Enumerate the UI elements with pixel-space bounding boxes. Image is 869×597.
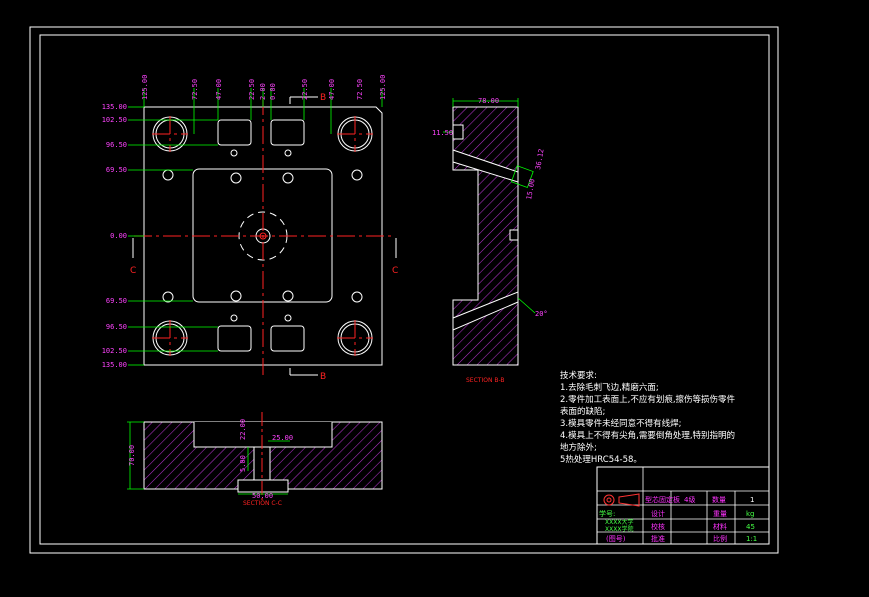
left-dim: 69.50 xyxy=(106,166,127,174)
section-mark-c-left: C xyxy=(130,266,136,276)
left-dim: 69.50 xyxy=(106,297,127,305)
tb-material-value: 45 xyxy=(746,523,755,531)
bb-width-dim: 78.00 xyxy=(478,97,499,105)
section-mark-b-top: B xyxy=(320,93,326,103)
tb-student-line: 学号: xyxy=(599,509,615,518)
slot-top-right xyxy=(270,119,305,146)
top-dim: 22.50 xyxy=(248,79,256,100)
bb-left-dim: 11.50 xyxy=(432,129,453,137)
section-mark-labels: B B C C xyxy=(130,93,398,382)
slot-top-left xyxy=(217,119,252,146)
top-dim: 72.50 xyxy=(356,79,364,100)
slot-bottom-left xyxy=(217,325,252,352)
inner-frame xyxy=(39,34,770,545)
bb-runner-bottom xyxy=(452,291,519,331)
notes-line: 4.模具上不得有尖角,需要倒角处理,特别指明的 xyxy=(560,430,735,441)
tb-weight-label: 重量 xyxy=(713,510,727,518)
tb-part-name: 型芯固定板 xyxy=(645,495,680,504)
top-dim: 2.00 xyxy=(259,83,267,100)
notes-line: 5热处理HRC54-58。 xyxy=(560,454,642,465)
slot-bottom-right xyxy=(270,325,305,352)
top-dim: 125.00 xyxy=(141,75,149,100)
left-dim: 96.50 xyxy=(106,323,127,331)
cc-dim: 22.00 xyxy=(239,419,247,440)
bb-side-dim: 15.00 xyxy=(525,178,537,200)
left-dim: 102.50 xyxy=(102,347,127,355)
top-dim: 0.00 xyxy=(269,83,277,100)
left-dim: 135.00 xyxy=(102,103,127,111)
tb-scale-value: 1:1 xyxy=(746,535,757,543)
section-cc-view: 70.00 22.00 25.00 5.00 50.00 SECTION C-C xyxy=(127,412,383,507)
tb-org-line-2: XXXX学院 xyxy=(605,525,633,533)
tb-approve-label: 批准 xyxy=(651,534,665,543)
cc-dim: 25.00 xyxy=(272,434,293,442)
cc-caption: SECTION C-C xyxy=(243,500,282,507)
notes-line: 地方除外; xyxy=(560,442,597,453)
bb-caption: SECTION B-B xyxy=(466,377,505,384)
technical-notes: 技术要求: 1.去除毛刺飞边,精磨六面; 2.零件加工表面上,不应有划痕,擦伤等… xyxy=(560,370,736,465)
cc-dim: 50.00 xyxy=(252,492,273,500)
cc-pocket xyxy=(193,422,333,448)
bb-notch-mid xyxy=(509,229,519,241)
plate-outline xyxy=(143,106,383,366)
top-dim: 47.00 xyxy=(215,79,223,100)
left-dim: 0.00 xyxy=(110,232,127,240)
title-block: 型芯固定板 4级 数量 1 学号: XXXX大学 XXXX学院 (图号) 设计 … xyxy=(596,466,770,545)
bb-notch-top xyxy=(452,124,464,140)
top-dim: 47.00 xyxy=(328,79,336,100)
section-mark-b-bottom: B xyxy=(320,372,326,382)
left-dim: 96.50 xyxy=(106,141,127,149)
tb-qty-label: 数量 xyxy=(712,495,726,504)
ordinate-dim-lines xyxy=(128,88,383,366)
tb-scale-label: 比例 xyxy=(713,534,727,543)
tb-org-line-1: XXXX大学 xyxy=(605,518,633,526)
cc-dim: 5.00 xyxy=(239,455,247,472)
tb-material-label: 材料 xyxy=(713,522,727,531)
tb-check-label: 校核 xyxy=(651,522,665,531)
cc-height-dim: 70.00 xyxy=(128,445,136,466)
centerlines xyxy=(134,97,392,375)
section-mark-c-right: C xyxy=(392,266,398,276)
bb-side-dim: 36.12 xyxy=(534,148,546,170)
top-dim-labels: 125.00 72.50 47.00 22.50 2.00 0.00 22.50… xyxy=(141,75,387,100)
notes-line: 2.零件加工表面上,不应有划痕,擦伤等损伤零件 xyxy=(560,394,736,405)
notes-title: 技术要求: xyxy=(560,370,597,381)
cc-flange xyxy=(237,479,289,493)
tb-grade: 4级 xyxy=(684,495,695,504)
tb-qty-value: 1 xyxy=(750,496,754,504)
tb-design-label: 设计 xyxy=(651,509,665,518)
notes-line: 1.去除毛刺飞边,精磨六面; xyxy=(560,382,659,393)
section-bb-view: 78.00 11.50 36.12 15.00 20° SECTION B-B xyxy=(432,97,548,384)
tb-drawing-no: (图号) xyxy=(606,535,626,543)
left-dim: 102.50 xyxy=(102,116,127,124)
projection-symbol-icon xyxy=(603,493,640,507)
left-dim: 135.00 xyxy=(102,361,127,369)
notes-line: 3.模具零件未经同意不得有线焊; xyxy=(560,418,681,429)
top-dim: 72.50 xyxy=(191,79,199,100)
outer-frame xyxy=(29,26,779,554)
tb-weight-value: kg xyxy=(746,510,755,518)
top-dim: 125.00 xyxy=(379,75,387,100)
notes-line: 表面的缺陷; xyxy=(560,406,605,417)
plan-view: 125.00 72.50 47.00 22.50 2.00 0.00 22.50… xyxy=(102,75,399,382)
small-holes xyxy=(162,149,363,322)
top-dim: 22.50 xyxy=(301,79,309,100)
left-dim-labels: 135.00 102.50 96.50 69.50 0.00 69.50 96.… xyxy=(102,103,127,369)
bb-runner-top xyxy=(452,149,519,183)
bb-angle: 20° xyxy=(535,310,548,318)
